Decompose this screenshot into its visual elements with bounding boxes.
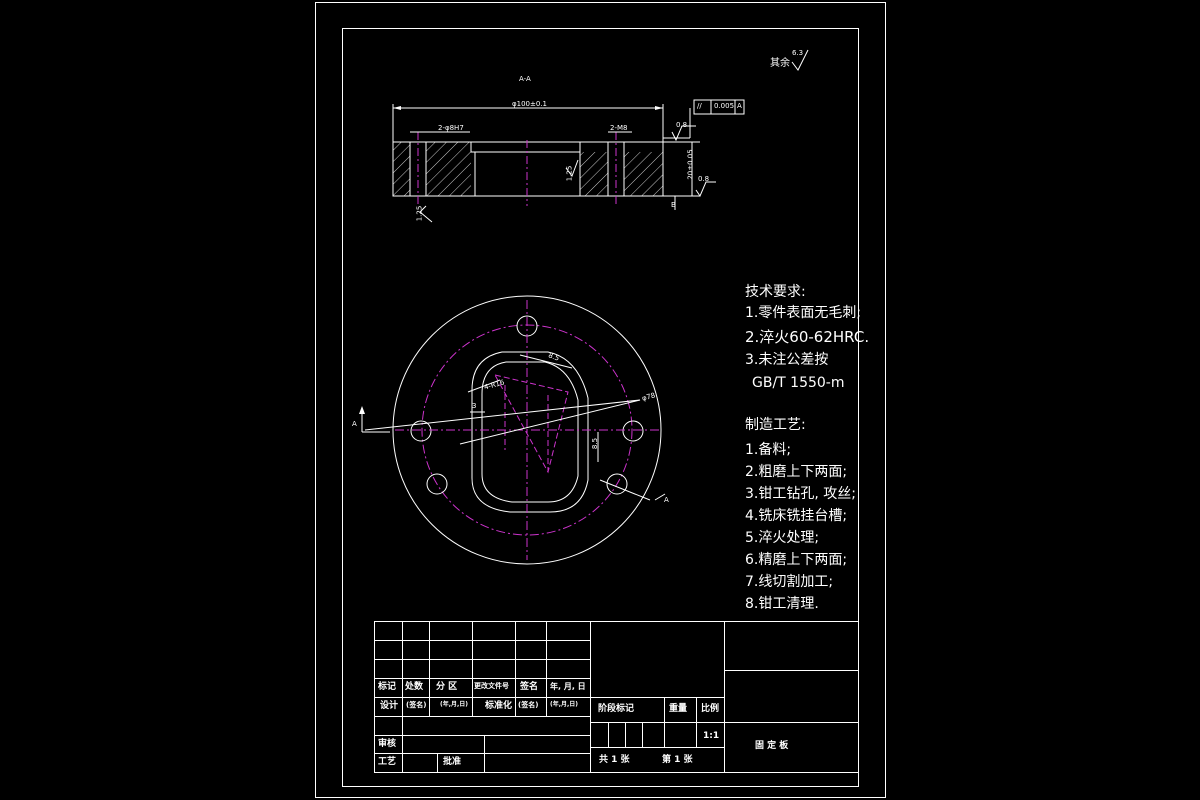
tb-sheets: 共 1 张 — [599, 755, 630, 765]
section-view — [392, 49, 809, 223]
plan-view — [359, 295, 666, 565]
tb-process: 工艺 — [378, 757, 397, 767]
flatness-value: 0.005 — [714, 102, 735, 110]
process-item: 8.钳工清理. — [745, 596, 819, 612]
process-item: 5.淬火处理; — [745, 530, 820, 546]
process-title: 制造工艺: — [745, 417, 806, 433]
tb-part-name: 固 定 板 — [755, 741, 789, 751]
roughness-mid: 1.25 — [565, 165, 574, 182]
tb-stage: 阶段标记 — [598, 704, 635, 714]
requirements-title: 技术要求: — [745, 284, 806, 300]
requirement-item: 1.零件表面无毛刺; — [745, 305, 862, 321]
tb-mark: 标记 — [378, 682, 397, 692]
tb-scale-label: 比例 — [701, 704, 720, 714]
datum-b: B — [671, 201, 676, 209]
section-mark-left: A — [352, 420, 357, 428]
dim-left-hole: 2-φ8H7 — [438, 124, 464, 132]
tb-review: 审核 — [378, 739, 397, 749]
surface-finish-label: 其余 — [770, 58, 790, 69]
tb-scale: 1:1 — [703, 731, 720, 741]
surface-finish-value: 6.3 — [792, 49, 804, 57]
flatness-symbol: // — [697, 102, 702, 110]
tb-count: 处数 — [405, 682, 424, 692]
tb-date: 年, 月, 日 — [550, 682, 586, 691]
section-mark-right: A — [664, 496, 669, 504]
tb-sign1: (签名) — [406, 701, 427, 709]
process-item: 4.铣床铣挂台槽; — [745, 508, 848, 524]
dim-right-hole: 2-M8 — [610, 124, 628, 132]
tb-date1: (年,月,日) — [440, 701, 469, 708]
process-item: 2.粗磨上下两面; — [745, 464, 848, 480]
tb-approve: 批准 — [443, 757, 462, 767]
tb-doc: 更改文件号 — [474, 682, 509, 690]
section-label: A-A — [519, 75, 531, 83]
process-item: 1.备料; — [745, 442, 792, 458]
requirement-item: 2.淬火60-62HRC. — [745, 328, 870, 346]
requirement-item: GB/T 1550-m — [752, 375, 845, 391]
inner-border — [342, 28, 859, 787]
tb-zone: 分 区 — [436, 682, 458, 692]
tb-sign2: (签名) — [518, 701, 539, 709]
process-item: 7.线切割加工; — [745, 574, 834, 590]
tb-std: 标准化 — [485, 701, 513, 711]
requirement-item: 3.未注公差按 — [745, 352, 829, 368]
tb-sign: 签名 — [520, 682, 539, 692]
tb-sheet-no: 第 1 张 — [662, 755, 693, 765]
outer-border — [315, 2, 886, 798]
dim-slot-depth: 8.5 — [591, 437, 600, 450]
tb-weight: 重量 — [669, 704, 688, 714]
process-item: 6.精磨上下两面; — [745, 552, 848, 568]
tb-design: 设计 — [380, 701, 399, 711]
dim-thickness: 20±0.05 — [686, 149, 695, 180]
roughness-top: 0.8 — [676, 121, 688, 129]
dim-overall-diameter: φ100±0.1 — [512, 100, 547, 108]
tb-date2: (年,月,日) — [550, 701, 579, 708]
roughness-left: 1.25 — [415, 205, 424, 222]
flatness-datum: A — [737, 102, 742, 110]
title-block-grid — [374, 621, 859, 773]
process-item: 3.钳工钻孔, 攻丝; — [745, 486, 856, 502]
dim-offset: 3 — [472, 402, 477, 410]
roughness-bottom: 0.8 — [698, 175, 710, 183]
